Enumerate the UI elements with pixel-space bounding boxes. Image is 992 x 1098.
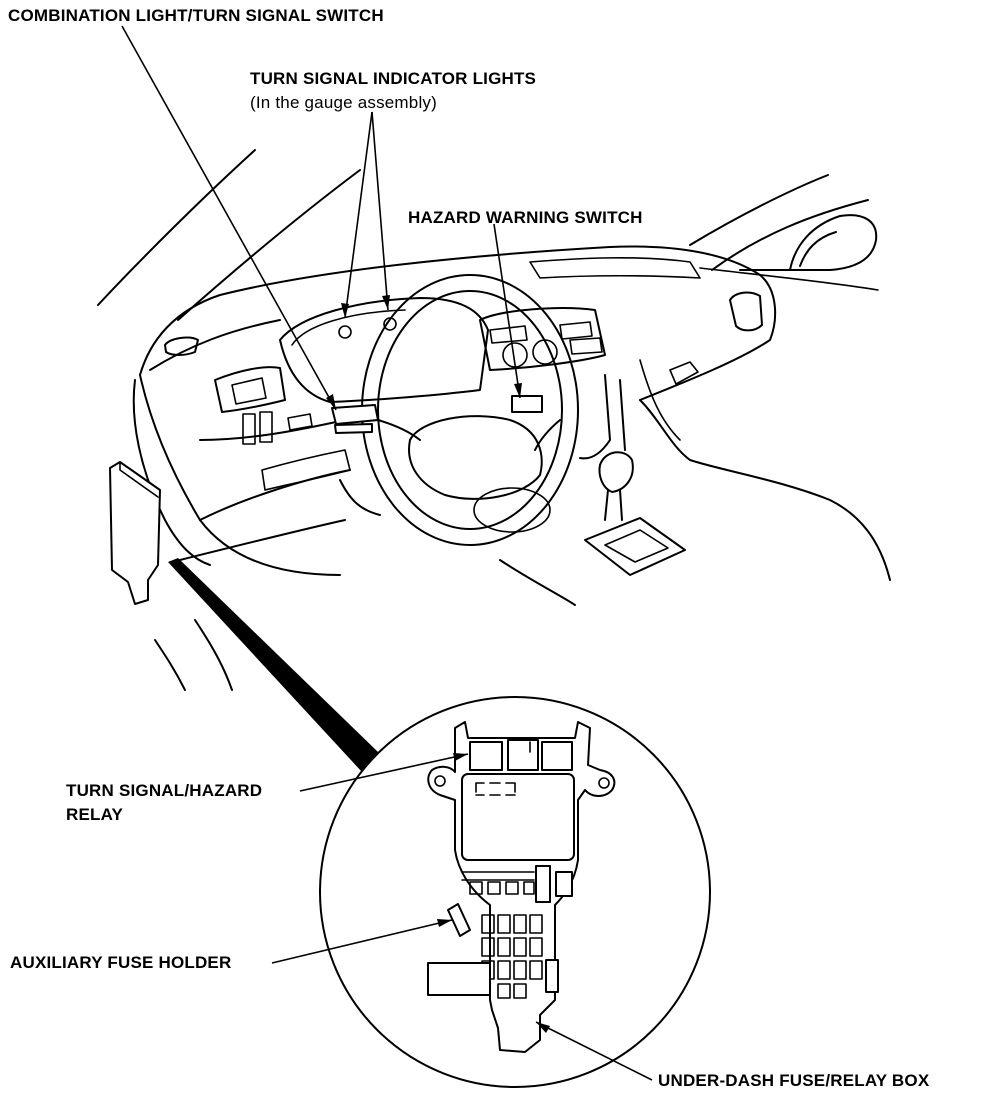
- windshield-lines: [97, 149, 869, 321]
- fuse-grid: [481, 914, 543, 999]
- label-combination-switch: COMBINATION LIGHT/TURN SIGNAL SWITCH: [8, 6, 384, 25]
- label-relay-line1: TURN SIGNAL/HAZARD: [66, 781, 263, 800]
- fuse-box-detail: [427, 721, 616, 1053]
- label-indicator-lights-note: (In the gauge assembly): [250, 93, 437, 112]
- gear-shifter: [584, 451, 686, 576]
- label-fuse-relay-box: UNDER-DASH FUSE/RELAY BOX: [658, 1071, 930, 1090]
- label-relay-line2: RELAY: [66, 805, 124, 824]
- aux-fuse-holder-shape: [447, 903, 471, 937]
- side-mirror: [699, 214, 879, 291]
- label-hazard-switch: HAZARD WARNING SWITCH: [408, 208, 643, 227]
- fuse-box-installed: [109, 461, 161, 605]
- label-indicator-lights: TURN SIGNAL INDICATOR LIGHTS: [250, 69, 537, 88]
- lower-dash: [179, 469, 576, 606]
- steering-wheel: [339, 274, 579, 546]
- magnified-circle: [319, 696, 711, 1088]
- combination-switch-stalk: [331, 404, 379, 434]
- center-stack: [479, 307, 626, 460]
- leader-lines: [121, 25, 653, 1081]
- callout-wedge: [168, 558, 378, 772]
- label-aux-fuse-holder: AUXILIARY FUSE HOLDER: [10, 953, 232, 972]
- instrument-cluster: [279, 297, 489, 403]
- left-dash-controls: [199, 366, 351, 491]
